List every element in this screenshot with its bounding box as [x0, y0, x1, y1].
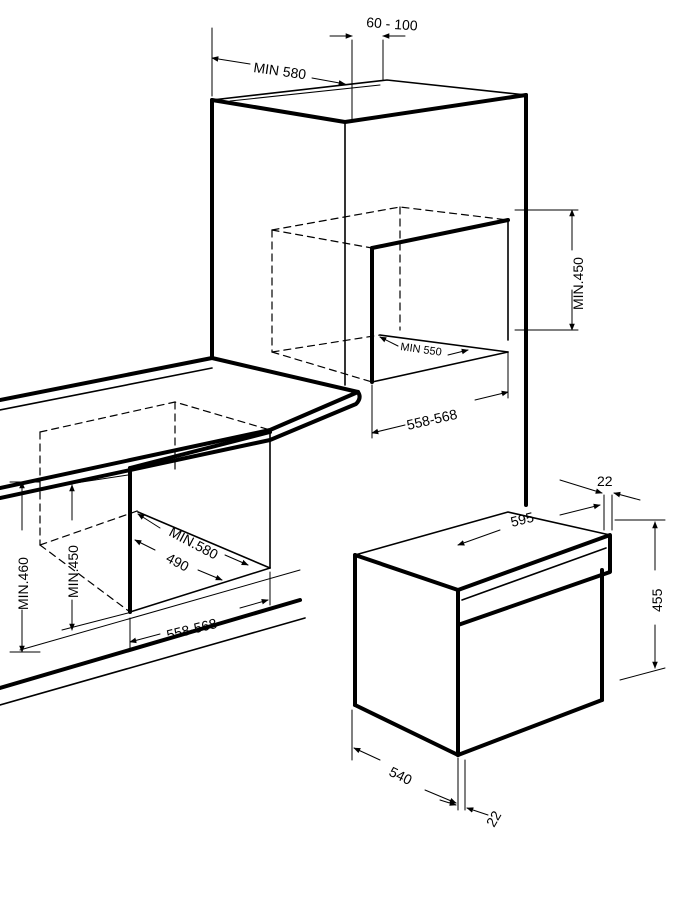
oven-bottom-fascia-label: 22: [483, 808, 505, 830]
worktop: [0, 356, 362, 500]
oven-depth-label: 540: [387, 763, 415, 788]
floor-height-label: MIN.460: [15, 557, 31, 610]
under-inner-depth-label: 490: [164, 550, 192, 575]
under-height-label: MIN.450: [65, 545, 81, 598]
under-width-label: 558-568: [165, 615, 219, 643]
oven: [353, 511, 612, 757]
top-depth-label: MIN 580: [253, 59, 308, 82]
dimension-lines: [9, 27, 666, 816]
oven-fascia-label: 22: [597, 473, 613, 489]
niche-height-label: MIN.450: [570, 257, 586, 310]
top-width-label: 558-568: [405, 406, 459, 433]
niche-inner-depth-label: MIN 550: [400, 341, 443, 359]
oven-width-label: 595: [509, 509, 536, 530]
oven-height-label: 455: [649, 588, 665, 612]
under-counter-cabinet: [0, 401, 306, 706]
tall-cabinet: [210, 79, 528, 507]
top-gap-label: 60 - 100: [366, 14, 419, 34]
